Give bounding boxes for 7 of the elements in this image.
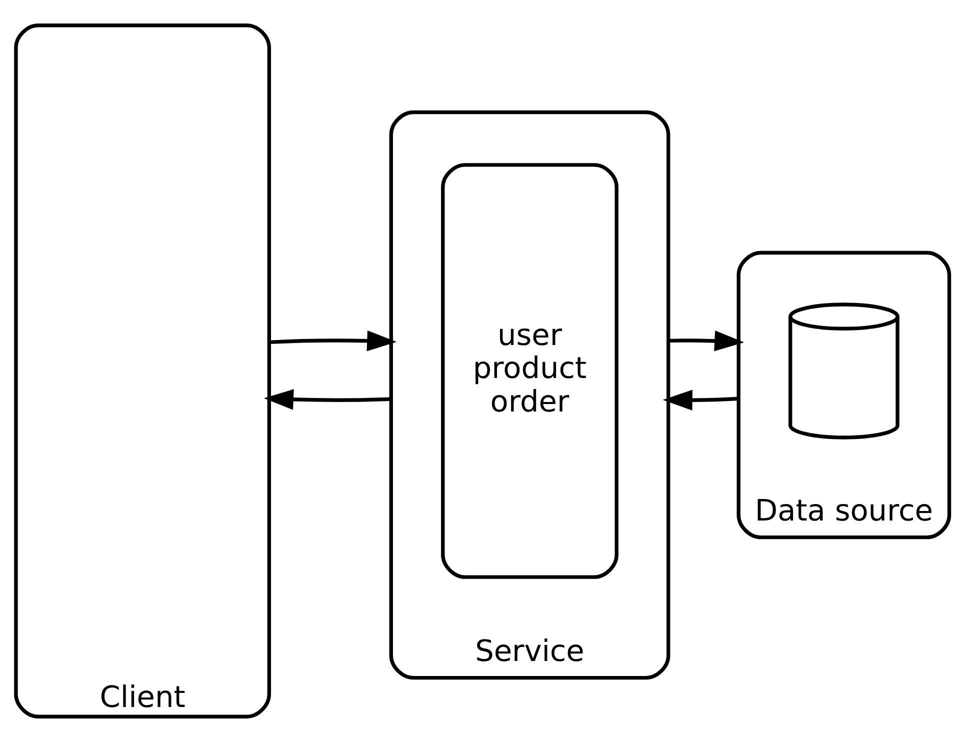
- arrow: [668, 330, 744, 352]
- node-box: user product order: [441, 163, 618, 579]
- arrow: [264, 389, 392, 410]
- arrow: [269, 330, 397, 352]
- arrow: [662, 390, 739, 410]
- cluster: Data source: [736, 250, 952, 540]
- node-box: Client: [14, 24, 271, 718]
